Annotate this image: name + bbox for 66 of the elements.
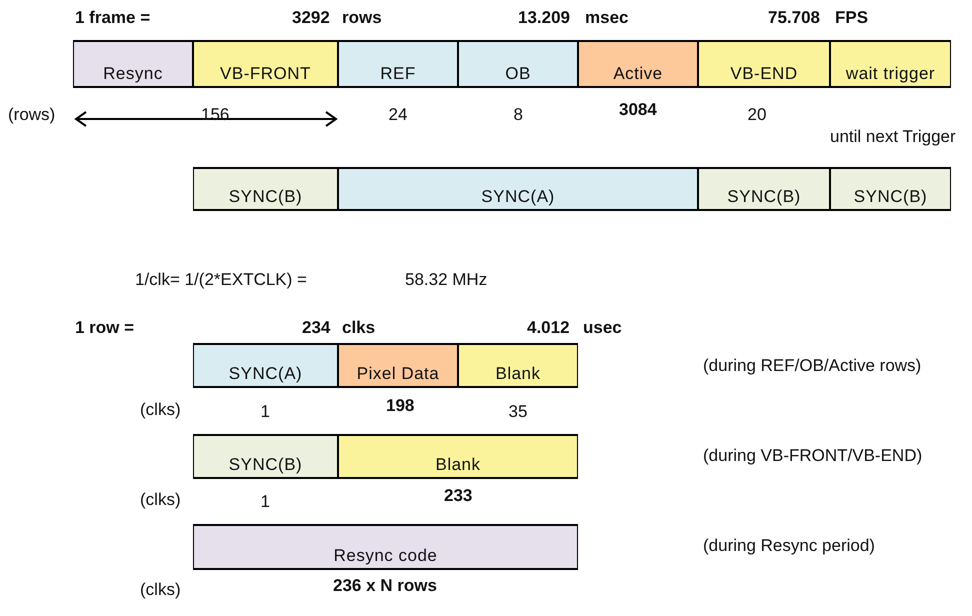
- unit-text: msec: [585, 8, 628, 28]
- row-count: 3084: [619, 100, 657, 120]
- clock-count: 1: [260, 492, 270, 512]
- unit-text: clks: [342, 318, 376, 338]
- note-text: (during Resync period): [703, 536, 875, 556]
- unit-text: usec: [583, 318, 622, 338]
- unit-text: FPS: [835, 8, 868, 28]
- timing-segment: [578, 40, 698, 88]
- timing-segment: [458, 40, 578, 88]
- segment-label: SYNC(A): [228, 364, 302, 384]
- clock-count: 236 x N rows: [333, 576, 437, 596]
- formula-text: 1/clk= 1/(2*EXTCLK) =: [135, 270, 307, 290]
- clock-count: 198: [386, 396, 414, 416]
- segment-label: Active: [613, 64, 663, 84]
- segment-label: Resync: [103, 64, 163, 84]
- frequency-value: 58.32 MHz: [405, 270, 488, 290]
- timing-segment: [698, 167, 830, 211]
- unit-text: (rows): [8, 105, 56, 125]
- row-count: 20: [748, 105, 766, 125]
- segment-label: SYNC(B): [228, 187, 302, 207]
- segment-label: Blank: [495, 364, 541, 384]
- segment-label: OB: [505, 64, 531, 84]
- segment-label: SYNC(B): [854, 187, 928, 207]
- timing-segment: [193, 40, 338, 88]
- clock-count: 35: [508, 402, 528, 422]
- frame-heading: 1 frame =: [75, 8, 150, 28]
- segment-label: REF: [380, 64, 416, 84]
- segment-label: wait trigger: [846, 64, 936, 84]
- clock-count: 233: [444, 486, 472, 506]
- timing-segment: [698, 40, 830, 88]
- timing-segment: [830, 167, 951, 211]
- frame-time: 13.209: [518, 8, 570, 28]
- frame-rate: 75.708: [768, 8, 820, 28]
- clock-count: 234: [302, 318, 330, 338]
- timing-segment: [193, 343, 338, 388]
- row-count: 8: [514, 105, 523, 125]
- unit-text: (clks): [140, 580, 181, 600]
- timing-segment: [338, 40, 458, 88]
- segment-label: SYNC(B): [727, 187, 801, 207]
- timing-segment: [338, 343, 458, 388]
- segment-label: SYNC(A): [481, 187, 555, 207]
- timing-segment: [830, 40, 951, 88]
- note-text: (during VB-FRONT/VB-END): [703, 446, 922, 466]
- row-count: 3292: [292, 8, 330, 28]
- note-text: until next Trigger: [830, 127, 956, 147]
- row-count: 24: [388, 105, 408, 125]
- note-text: (during REF/OB/Active rows): [703, 356, 922, 376]
- segment-label: Pixel Data: [356, 364, 440, 384]
- segment-label: SYNC(B): [228, 455, 302, 475]
- segment-label: Resync code: [334, 546, 438, 566]
- timing-segment: [193, 167, 338, 211]
- unit-text: (clks): [140, 400, 181, 420]
- timing-segment: [338, 434, 578, 479]
- segment-label: Blank: [435, 455, 481, 475]
- unit-text: (clks): [140, 490, 181, 510]
- timing-segment: [458, 343, 578, 388]
- row-time: 4.012: [527, 318, 570, 338]
- timing-segment: [193, 434, 338, 479]
- clock-count: 1: [260, 402, 270, 422]
- segment-label: VB-FRONT: [220, 64, 311, 84]
- unit-text: rows: [342, 8, 382, 28]
- timing-segment: [193, 524, 578, 570]
- timing-segment: [338, 167, 698, 211]
- segment-label: VB-END: [730, 64, 798, 84]
- row-heading: 1 row =: [75, 318, 134, 338]
- timing-segment: [73, 40, 193, 88]
